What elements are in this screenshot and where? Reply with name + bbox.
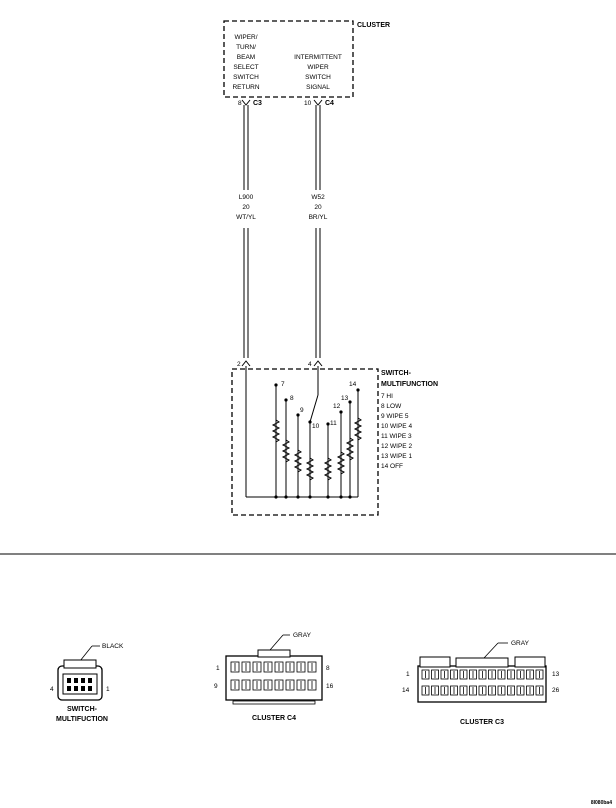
switch-contact-labels: 7 8 9 10 11 12 13 14	[281, 381, 357, 430]
switch-conn-name-1: SWITCH-	[67, 706, 98, 713]
svg-text:WIPER: WIPER	[307, 64, 329, 71]
switch-contact-dots	[274, 383, 360, 499]
wire-l900-color: WT/YL	[236, 214, 256, 221]
svg-text:7: 7	[281, 381, 285, 388]
svg-text:7 HI: 7 HI	[381, 393, 393, 400]
wire-l900-gauge: 20	[242, 204, 250, 211]
wire-l900: L900 20 WT/YL	[236, 105, 256, 358]
switch-pin-left: 2	[237, 361, 241, 368]
c3-pin-26: 26	[552, 687, 560, 694]
terminal-switch-4	[313, 360, 323, 367]
terminal-switch-2	[241, 360, 251, 367]
svg-text:SWITCH: SWITCH	[305, 74, 331, 81]
c3-pin-13: 13	[552, 671, 560, 678]
svg-text:13 WIPE 1: 13 WIPE 1	[381, 453, 412, 460]
c3-color: GRAY	[511, 640, 530, 647]
terminal-c3	[241, 99, 251, 106]
svg-text:8 LOW: 8 LOW	[381, 403, 402, 410]
svg-text:SIGNAL: SIGNAL	[306, 84, 330, 91]
svg-text:TURN/: TURN/	[236, 44, 256, 51]
svg-text:INTERMITTENT: INTERMITTENT	[294, 54, 342, 61]
c4-pin-1: 1	[216, 665, 220, 672]
terminal-c4	[313, 99, 323, 106]
cluster-title: CLUSTER	[357, 22, 390, 29]
svg-text:11: 11	[330, 420, 337, 427]
svg-text:10: 10	[312, 423, 320, 430]
svg-text:9 WIPE 5: 9 WIPE 5	[381, 413, 409, 420]
svg-text:14: 14	[349, 381, 357, 388]
cluster-right-label: INTERMITTENT WIPER SWITCH SIGNAL	[294, 54, 342, 91]
svg-text:10 WIPE 4: 10 WIPE 4	[381, 423, 412, 430]
cluster-c3-connector: GRAY 1 13 14 26 CLUSTER C3	[402, 640, 560, 726]
svg-text:WIPER/: WIPER/	[234, 34, 257, 41]
svg-text:SELECT: SELECT	[233, 64, 258, 71]
svg-text:13: 13	[341, 395, 349, 402]
switch-legend: 7 HI 8 LOW 9 WIPE 5 10 WIPE 4 11 WIPE 3 …	[381, 393, 412, 470]
switch-title-1: SWITCH-	[381, 370, 412, 377]
svg-text:12: 12	[333, 403, 341, 410]
c3-pin-1: 1	[406, 671, 410, 678]
c3-name: CLUSTER C3	[460, 719, 504, 726]
switch-connector: BLACK 4 1 SWITCH- MULTIFUCTION	[50, 643, 124, 723]
cluster-pin-left: 8	[238, 100, 242, 107]
svg-text:RETURN: RETURN	[232, 84, 259, 91]
switch-conn-pin-left: 4	[50, 686, 54, 693]
wire-l900-circuit: L900	[239, 194, 254, 201]
cluster-c4-connector: GRAY 1 8 9 16 CLUSTER C4	[214, 632, 334, 722]
switch-conn-name-2: MULTIFUCTION	[56, 716, 108, 723]
wire-w52-circuit: W52	[311, 194, 325, 201]
c4-name: CLUSTER C4	[252, 715, 296, 722]
switch-conn-pin-right: 1	[106, 686, 110, 693]
c4-color: GRAY	[293, 632, 312, 639]
switch-title-2: MULTIFUNCTION	[381, 381, 438, 388]
switch-box	[231, 368, 379, 516]
svg-text:9: 9	[300, 407, 304, 414]
wire-w52: W52 20 BR/YL	[309, 105, 328, 358]
svg-text:14 OFF: 14 OFF	[381, 463, 403, 470]
cluster-box	[223, 20, 354, 98]
switch-conn-color: BLACK	[102, 643, 124, 650]
wire-w52-color: BR/YL	[309, 214, 328, 221]
svg-text:SWITCH: SWITCH	[233, 74, 259, 81]
svg-text:11 WIPE 3: 11 WIPE 3	[381, 433, 412, 440]
wire-w52-gauge: 20	[314, 204, 322, 211]
switch-pin-right: 4	[308, 361, 312, 368]
c3-pin-14: 14	[402, 687, 410, 694]
svg-text:12 WIPE 2: 12 WIPE 2	[381, 443, 412, 450]
cluster-left-label: WIPER/ TURN/ BEAM SELECT SWITCH RETURN	[232, 34, 259, 91]
cluster-conn-left: C3	[253, 100, 262, 107]
c4-pin-9: 9	[214, 683, 218, 690]
switch-internal-circuit	[245, 366, 363, 498]
c4-pin-16: 16	[326, 683, 334, 690]
figure-id: 8I080ba4	[591, 800, 612, 806]
cluster-pin-right: 10	[304, 100, 312, 107]
svg-text:BEAM: BEAM	[237, 54, 255, 61]
c4-pin-8: 8	[326, 665, 330, 672]
cluster-conn-right: C4	[325, 100, 334, 107]
svg-text:8: 8	[290, 395, 294, 402]
